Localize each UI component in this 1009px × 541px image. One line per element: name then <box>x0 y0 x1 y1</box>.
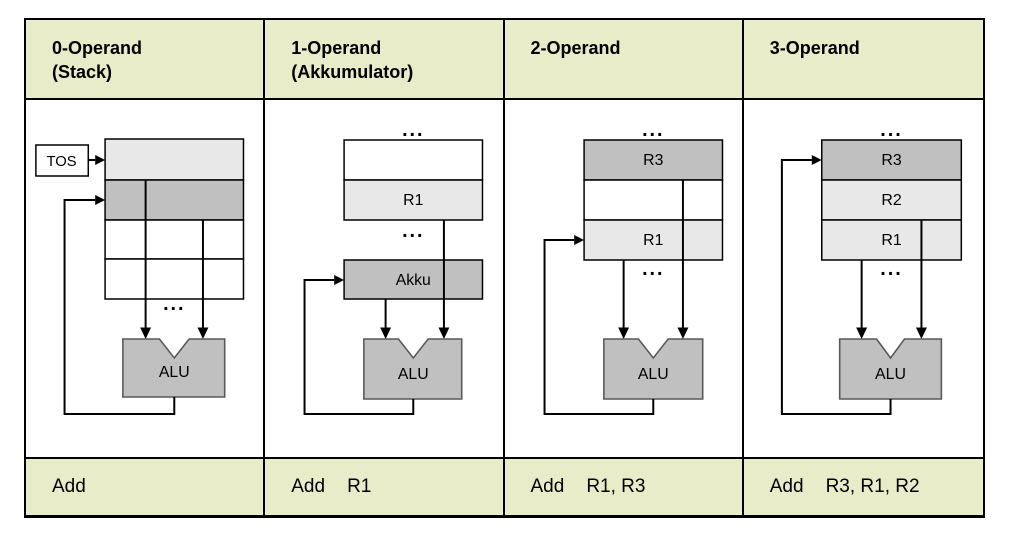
instruction-operands: R3, R1, R2 <box>825 476 920 497</box>
ellipsis-top: ... <box>880 119 903 141</box>
arrowhead-alu-left <box>140 327 152 339</box>
alu-label: ALU <box>398 366 429 383</box>
arrowhead-alu-right <box>438 327 450 339</box>
instruction-cell-accumulator: Add R1 <box>265 459 505 515</box>
register-label-r2: R2 <box>881 192 902 209</box>
alu-label: ALU <box>159 364 190 381</box>
ellipsis-middle: ... <box>402 220 424 242</box>
header-cell-3-operand: 3-Operand <box>743 20 983 100</box>
arrowhead-alu-right <box>197 327 209 339</box>
feedback-arrowhead <box>811 155 822 165</box>
header-cell-1-operand: 1-Operand (Akkumulator) <box>265 20 505 100</box>
register-label-r1: R1 <box>403 192 423 209</box>
register-cell-r2 <box>820 179 962 221</box>
feedback-wire <box>303 279 415 415</box>
two-operand-machine-diagram: ... R3 R1 ... ALU <box>543 119 723 415</box>
ellipsis-middle: ... <box>642 258 664 280</box>
isa-comparison-table: 0-Operand (Stack) 1-Operand (Akkumulator… <box>24 18 985 518</box>
stack-cell-third <box>104 219 245 260</box>
header-title-line1: 2-Operand <box>530 38 621 58</box>
register-cell-r1 <box>343 179 484 221</box>
alu-label: ALU <box>875 366 906 383</box>
feedback-wire <box>543 239 654 415</box>
ellipsis-middle: ... <box>880 258 903 280</box>
ellipsis-top: ... <box>642 119 664 141</box>
three-operand-machine-diagram: ... R3 R2 R1 ... ALU <box>780 119 962 415</box>
diagram-cell-stack: TOS ... ALU <box>26 100 266 459</box>
instruction-operands: R1 <box>347 476 372 497</box>
diagram-cell-three-operand: ... R3 R2 R1 ... ALU <box>743 100 983 459</box>
arrowhead-alu-left <box>617 327 629 339</box>
instruction-cell-three-operand: Add R3, R1, R2 <box>743 459 983 515</box>
arrowhead-alu-right <box>677 327 688 339</box>
diagram-cell-accumulator: ... R1 ... Akku ALU <box>265 100 505 459</box>
register-label-r1: R1 <box>643 232 663 249</box>
header-cell-0-operand: 0-Operand (Stack) <box>26 20 266 100</box>
feedback-arrowhead <box>334 275 345 285</box>
arrowhead-alu-left <box>855 327 867 339</box>
alu-box <box>602 338 703 400</box>
arrowhead-alu-left <box>380 327 392 339</box>
feedback-arrowhead <box>95 195 106 205</box>
accumulator-machine-diagram: ... R1 ... Akku ALU <box>303 119 484 415</box>
instruction-cell-stack: Add <box>26 459 266 515</box>
instruction-mnemonic: Add <box>291 476 326 497</box>
ellipsis-bottom: ... <box>163 293 185 315</box>
alu-label: ALU <box>637 366 668 383</box>
feedback-arrowhead <box>573 235 584 245</box>
register-label-r3: R3 <box>881 152 902 169</box>
register-label-r1: R1 <box>881 232 902 249</box>
register-cell-empty <box>343 139 484 181</box>
akku-label: Akku <box>396 272 431 289</box>
register-cell-r1 <box>582 219 723 261</box>
diagram-cell-two-operand: ... R3 R1 ... ALU <box>504 100 744 459</box>
feedback-wire <box>63 199 176 415</box>
register-cell-r1 <box>820 219 962 261</box>
alu-box <box>838 338 942 400</box>
stack-cell-fourth <box>104 258 245 300</box>
stack-machine-diagram: TOS ... ALU <box>35 138 245 415</box>
ellipsis-top: ... <box>402 119 424 141</box>
arrowhead-alu-right <box>915 327 927 339</box>
stack-cell-top <box>104 138 245 181</box>
feedback-wire <box>780 159 892 415</box>
instruction-mnemonic: Add <box>769 476 804 497</box>
header-title-line2: (Akkumulator) <box>291 62 414 83</box>
instruction-operands: R1, R3 <box>586 476 646 497</box>
register-cell-empty <box>582 179 723 221</box>
akku-box <box>343 259 484 300</box>
register-label-r3: R3 <box>643 152 663 169</box>
instruction-cell-two-operand: Add R1, R3 <box>504 459 744 515</box>
header-title-line1: 1-Operand <box>291 38 382 58</box>
header-title-line2: (Stack) <box>52 62 113 83</box>
stack-cell-second <box>104 179 245 221</box>
tos-box <box>35 144 90 177</box>
instruction-mnemonic: Add <box>52 476 86 497</box>
header-title-line1: 0-Operand <box>52 38 143 58</box>
tos-label: TOS <box>46 154 76 170</box>
register-cell-r3 <box>820 139 962 181</box>
instruction-mnemonic: Add <box>530 476 565 497</box>
register-cell-r3 <box>582 139 723 181</box>
alu-box <box>363 338 463 400</box>
header-cell-2-operand: 2-Operand <box>504 20 744 100</box>
tos-arrowhead <box>95 155 106 165</box>
header-title-line1: 3-Operand <box>769 38 860 58</box>
alu-box <box>122 338 226 398</box>
